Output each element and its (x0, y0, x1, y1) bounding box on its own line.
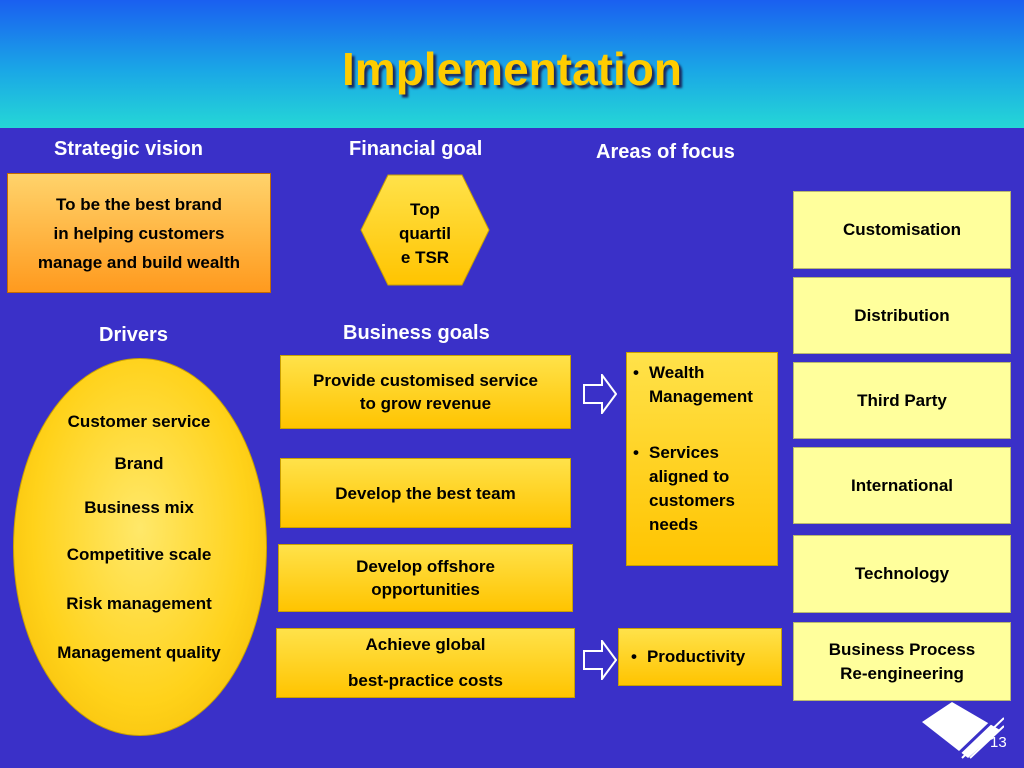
business-goal-line: Develop the best team (335, 483, 516, 503)
focus-area-label: Re-engineering (840, 663, 964, 683)
focus-bullet-box: • Wealth Management • Services aligned t… (626, 352, 778, 566)
heading-drivers: Drivers (99, 324, 168, 346)
driver-item: Brand (114, 454, 164, 473)
focus-area-label: Business Process (828, 639, 976, 659)
financial-goal-line: Top (410, 200, 440, 219)
focus-bullet-line: Management (649, 387, 753, 406)
heading-financial-goal: Financial goal (349, 138, 483, 160)
business-goal-line: Develop offshore (356, 557, 495, 576)
vision-line: in helping customers (53, 223, 225, 243)
focus-area-label: Third Party (857, 390, 947, 410)
logo-icon (922, 702, 1004, 759)
business-goal-line: to grow revenue (359, 394, 492, 413)
financial-goal-line: quartil (399, 224, 451, 243)
driver-item: Business mix (84, 498, 194, 517)
focus-area-box: International (793, 447, 1011, 524)
business-goal-box: Achieve global best-practice costs (276, 628, 575, 698)
focus-area-label: Technology (854, 564, 950, 583)
hexagon-shape (360, 174, 490, 286)
page-number: 13 (990, 734, 1007, 751)
bullet-marker: • (631, 647, 637, 666)
focus-area-label: International (850, 475, 953, 495)
focus-area-box: Third Party (793, 362, 1011, 439)
vision-line: To be the best brand (56, 194, 222, 214)
business-goal-line: Provide customised service (313, 371, 538, 390)
focus-area-box: Business Process Re-engineering (793, 622, 1011, 701)
focus-area-box: Customisation (793, 191, 1011, 269)
focus-bullet-line: Services (649, 443, 719, 462)
financial-goal-line: e TSR (400, 248, 450, 267)
heading-strategic-vision: Strategic vision (54, 138, 203, 160)
vision-line: manage and build wealth (37, 252, 241, 272)
drivers-ellipse (13, 358, 267, 736)
focus-area-box: Technology (793, 535, 1011, 613)
focus-bullet-line: aligned to (649, 467, 730, 486)
page-title: Implementation (342, 43, 682, 95)
focus-area-label: Distribution (854, 305, 950, 325)
driver-item: Competitive scale (66, 545, 212, 564)
bullet-marker: • (633, 363, 639, 382)
business-goal-line: best-practice costs (348, 671, 503, 690)
focus-area-box: Distribution (793, 277, 1011, 354)
driver-item: Risk management (66, 594, 212, 613)
driver-item: Customer service (67, 412, 211, 431)
header-band (0, 0, 1024, 128)
business-goal-box: Develop offshore opportunities (278, 544, 573, 612)
focus-bullet-line: needs (649, 515, 699, 534)
business-goal-line: Achieve global (365, 635, 486, 654)
business-goal-box: Provide customised service to grow reven… (280, 355, 571, 429)
heading-business-goals: Business goals (343, 322, 490, 344)
business-goal-line: opportunities (371, 580, 480, 599)
right-arrow-icon (583, 640, 617, 680)
financial-goal-hexagon: Top quartil e TSR (360, 174, 490, 286)
right-arrow-icon (583, 374, 617, 414)
productivity-label: Productivity (646, 647, 746, 666)
bullet-marker: • (633, 443, 639, 462)
focus-area-label: Customisation (842, 220, 962, 239)
productivity-box: • Productivity (618, 628, 782, 686)
business-goal-box: Develop the best team (280, 458, 571, 528)
heading-areas-of-focus: Areas of focus (596, 141, 735, 163)
focus-bullet-line: Wealth (649, 363, 705, 382)
driver-item: Management quality (57, 643, 221, 662)
strategic-vision-box: To be the best brand in helping customer… (7, 173, 271, 293)
focus-bullet-line: customers (649, 491, 735, 510)
